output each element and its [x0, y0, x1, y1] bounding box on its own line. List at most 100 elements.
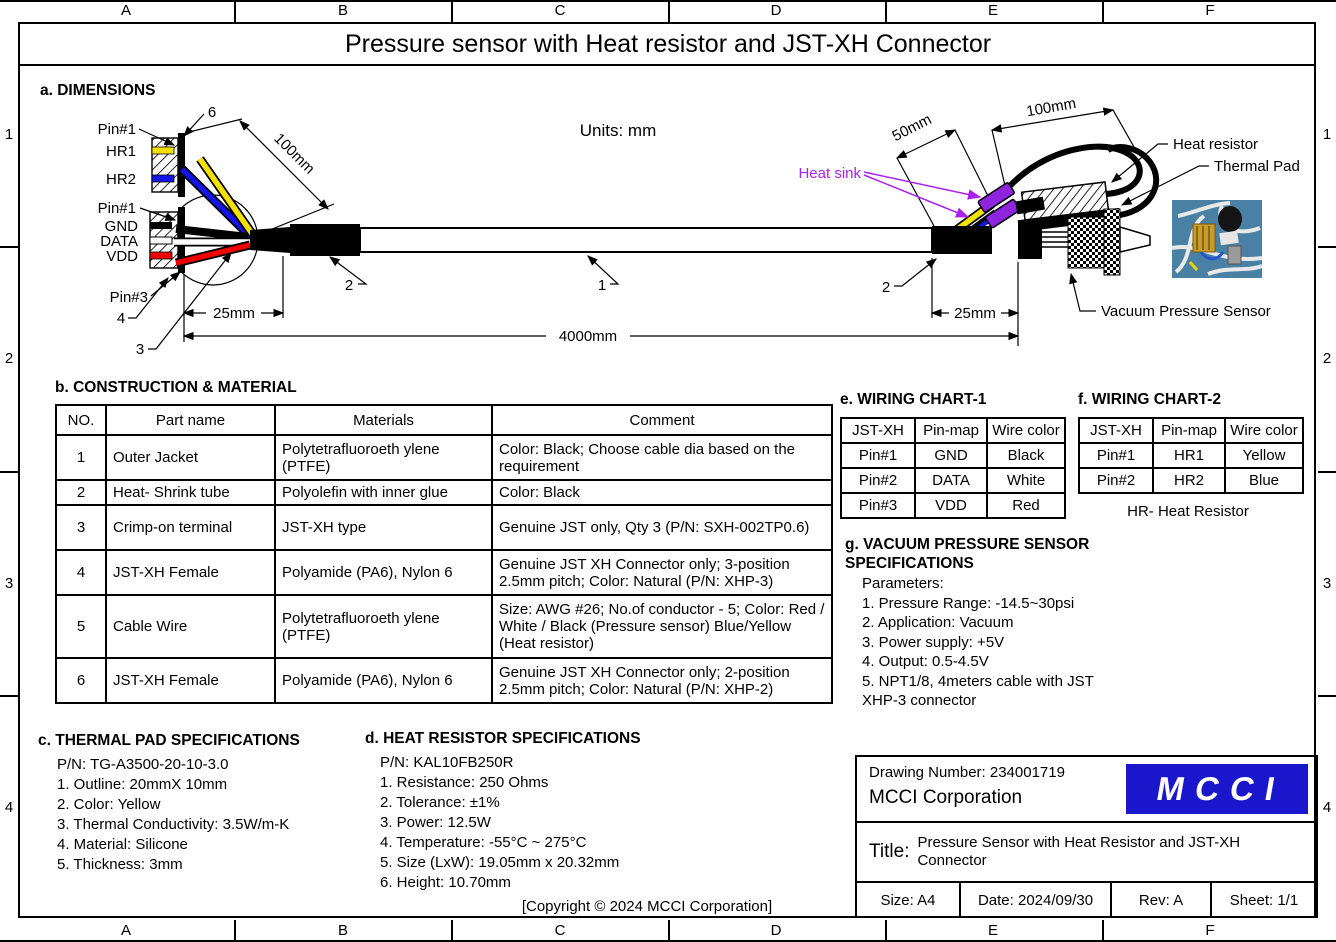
- cell: Outer Jacket: [105, 434, 276, 481]
- cell: Black: [986, 442, 1066, 469]
- col-header: JST-XH: [840, 417, 916, 444]
- spec-line: 6. Height: 10.70mm: [380, 874, 511, 891]
- grid-divider: [0, 246, 18, 248]
- units-label: Units: mm: [580, 121, 657, 140]
- vdd-label: VDD: [106, 248, 138, 265]
- grid-row-label: 2: [1322, 350, 1332, 367]
- cell: GND: [914, 442, 988, 469]
- spec-line: 4. Material: Silicone: [57, 836, 188, 853]
- spec-line: 3. Power supply: +5V: [862, 633, 1005, 651]
- grid-divider: [1318, 471, 1336, 473]
- cell: Size: AWG #26; No.of conductor - 5; Colo…: [491, 594, 833, 659]
- title-value: Pressure Sensor with Heat Resistor and J…: [917, 834, 1241, 869]
- grid-divider: [1102, 0, 1104, 22]
- wire-ferrule: [1015, 196, 1046, 215]
- grid-col-label: A: [120, 922, 131, 939]
- col-header: Pin-map: [1152, 417, 1226, 444]
- ref3-label: 3: [136, 341, 144, 358]
- cell: Genuine JST only, Qty 3 (P/N: SXH-002TP0…: [491, 504, 833, 551]
- company-name: MCCI Corporation: [869, 787, 1023, 808]
- cell: Polytetrafluoroeth ylene (PTFE): [274, 434, 493, 481]
- col-header: JST-XH: [1078, 417, 1154, 444]
- grid-col-label: B: [337, 922, 348, 939]
- dimension-lines: [182, 107, 1139, 346]
- section-f-heading: f. WIRING CHART-2: [1078, 391, 1221, 408]
- pin3-label: Pin#3: [110, 289, 148, 306]
- sensor-connector-block: [1018, 223, 1042, 259]
- cell: DATA: [914, 467, 988, 494]
- gnd-label: GND: [105, 218, 139, 235]
- title-block-row2: Title: Pressure Sensor with Heat Resisto…: [857, 823, 1316, 883]
- grid-col-label: B: [337, 2, 348, 19]
- cell: Genuine JST XH Connector only; 3-positio…: [491, 549, 833, 596]
- sheet-cell: Sheet: 1/1: [1210, 883, 1316, 918]
- thermal-pad-label: Thermal Pad: [1214, 158, 1300, 175]
- grid-row-label: 4: [1322, 799, 1332, 816]
- ref1-label: 1: [598, 277, 606, 294]
- grid-divider: [451, 0, 453, 22]
- cell: Genuine JST XH Connector only; 2-positio…: [491, 657, 833, 704]
- hr2-label: HR2: [106, 171, 136, 188]
- cell: White: [986, 467, 1066, 494]
- ref6-label: 6: [208, 104, 216, 121]
- title-block-row3: Size: A4 Date: 2024/09/30 Rev: A Sheet: …: [857, 883, 1316, 918]
- grid-col-label: F: [1205, 2, 1215, 19]
- cell: Pin#1: [1078, 442, 1154, 469]
- spec-line: 5. Size (LxW): 19.05mm x 20.32mm: [380, 854, 620, 871]
- dim-25-left: 25mm: [213, 305, 255, 322]
- data-label: DATA: [100, 233, 138, 250]
- cell: Pin#2: [840, 467, 916, 494]
- grid-row-label: 3: [1322, 575, 1332, 592]
- grid-row-label: 3: [4, 575, 14, 592]
- hr1-label: HR1: [106, 143, 136, 160]
- spec-line: 1. Resistance: 250 Ohms: [380, 774, 549, 791]
- col-header: Pin-map: [914, 417, 988, 444]
- thermal-pad-list: P/N: TG-A3500-20-10-3.0 1. Outline: 20mm…: [57, 755, 289, 875]
- grid-divider: [668, 920, 670, 942]
- section-a-heading: a. DIMENSIONS: [40, 82, 156, 99]
- cell: 5: [55, 594, 107, 659]
- sensor-leads: [1042, 231, 1070, 248]
- vacuum-sensor-port: [1119, 225, 1151, 253]
- heat-sink-sleeve-upper: [977, 182, 1015, 213]
- cell: Polyolefin with inner glue: [274, 479, 493, 506]
- vdd-wire-stub: [149, 251, 173, 260]
- table-row: Pin#1 GND Black: [840, 442, 1066, 469]
- cell: JST-XH Female: [105, 657, 276, 704]
- date-cell: Date: 2024/09/30: [959, 883, 1110, 918]
- grid-divider: [451, 920, 453, 942]
- cell: HR1: [1152, 442, 1226, 469]
- grid-divider: [0, 471, 18, 473]
- wiring-chart-2: JST-XH Pin-map Wire color Pin#1 HR1 Yell…: [1078, 417, 1304, 494]
- table-row: 6 JST-XH Female Polyamide (PA6), Nylon 6…: [55, 657, 833, 704]
- table-row: 3 Crimp-on terminal JST-XH type Genuine …: [55, 504, 833, 551]
- cell: Polyamide (PA6), Nylon 6: [274, 549, 493, 596]
- dim-25-right: 25mm: [954, 305, 996, 322]
- col-header: Part name: [105, 404, 276, 436]
- cell: Heat- Shrink tube: [105, 479, 276, 506]
- hr1-wire-stub: [151, 146, 175, 155]
- spec-line: P/N: KAL10FB250R: [380, 754, 514, 771]
- ref2-left-label: 2: [345, 277, 353, 294]
- crimp-section: [250, 227, 290, 253]
- drawing-number: Drawing Number: 234001719: [869, 764, 1065, 781]
- dim-100-right: 100mm: [1025, 95, 1077, 120]
- spec-line: 1. Outline: 20mmX 10mm: [57, 776, 228, 793]
- ref4-label: 4: [117, 310, 125, 327]
- grid-divider: [885, 920, 887, 942]
- grid-row-label: 1: [4, 126, 14, 143]
- section-d-heading: d. HEAT RESISTOR SPECIFICATIONS: [365, 730, 641, 747]
- page-title-text: Pressure sensor with Heat resistor and J…: [344, 29, 992, 58]
- heat-sink-leaders: [863, 171, 982, 218]
- title-block-row1: Drawing Number: 234001719 MCCI Corporati…: [857, 757, 1316, 823]
- grid-row-label: 4: [4, 799, 14, 816]
- section-c-heading: c. THERMAL PAD SPECIFICATIONS: [38, 732, 300, 749]
- grid-col-label: C: [554, 922, 566, 939]
- cable: [359, 227, 933, 253]
- table-row: 5 Cable Wire Polytetrafluoroeth ylene (P…: [55, 594, 833, 659]
- spec-line: 3. Thermal Conductivity: 3.5W/m-K: [57, 816, 290, 833]
- grid-divider: [885, 0, 887, 22]
- cell: Pin#2: [1078, 467, 1154, 494]
- wiring-chart-1: JST-XH Pin-map Wire color Pin#1 GND Blac…: [840, 417, 1066, 519]
- cell: 3: [55, 504, 107, 551]
